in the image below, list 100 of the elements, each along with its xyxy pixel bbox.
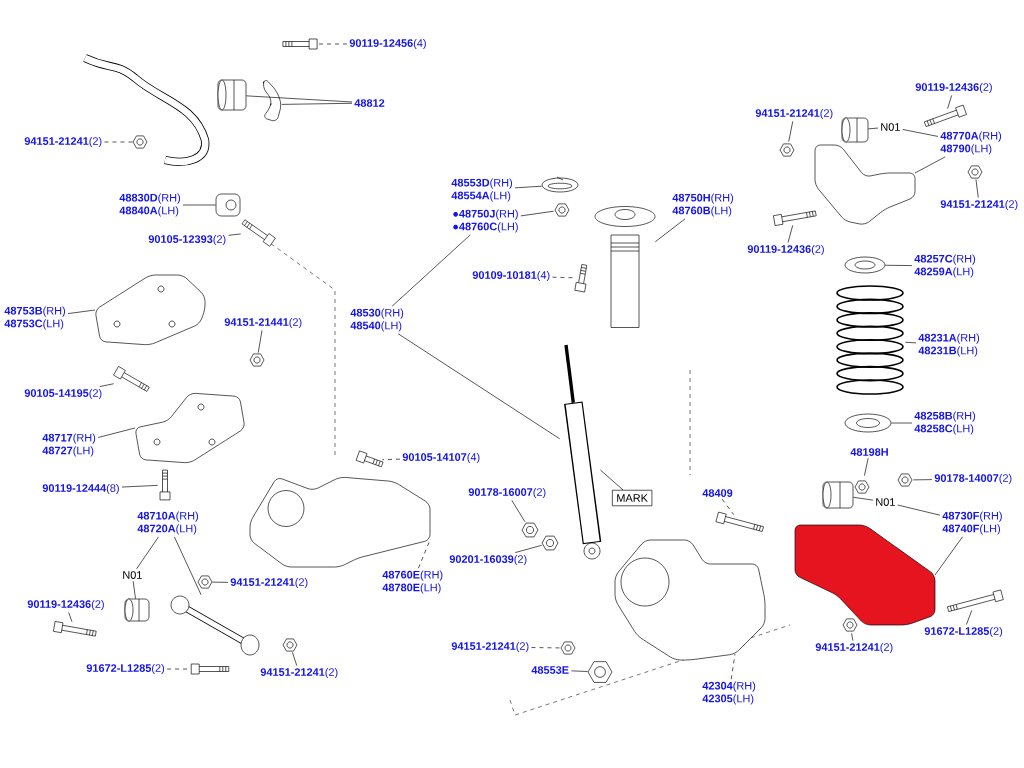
clamp-drawing: [263, 80, 281, 121]
note-label: N01: [876, 498, 895, 506]
part-number-label: 90119-12436(2): [747, 244, 824, 256]
spring-seat-drawing: [844, 256, 886, 274]
nut-drawing: [897, 473, 913, 487]
leader-line: [853, 496, 874, 501]
leader-line: [885, 264, 913, 266]
leader-line: [914, 156, 946, 174]
leader-line: [68, 612, 73, 622]
knuckle-drawing: [614, 539, 766, 661]
part-number-label: 91672-L1285(2): [86, 663, 165, 675]
spring-seat-drawing: [844, 413, 892, 433]
leader-line: [891, 422, 913, 424]
part-number-label: 91672-L1285(2): [924, 626, 1003, 638]
note-label: N01: [123, 571, 142, 579]
leader-line: [966, 610, 973, 625]
nut-drawing: [249, 353, 265, 367]
upper-arm-drawing: [814, 144, 916, 225]
part-number-label: 48753B(RH) 48753C(LH): [4, 306, 66, 330]
part-number-label: 94151-21241(2): [230, 577, 308, 589]
part-number-label: 94151-21241(2): [815, 642, 893, 654]
ring-drawing: [541, 176, 579, 193]
leader-line: [318, 43, 348, 45]
part-number-label: 48530(RH) 48540(LH): [350, 308, 404, 332]
leader-line: [975, 179, 979, 198]
bolt-drawing: [923, 104, 967, 127]
part-number-label: 48830D(RH) 48840A(LH): [119, 193, 181, 217]
bolt-drawing: [282, 38, 318, 50]
coil-spring-drawing: [836, 285, 904, 395]
leader-line: [531, 647, 561, 649]
leader-line: [788, 121, 794, 142]
leader-line: [97, 427, 136, 438]
leader-line: [382, 458, 401, 460]
part-number-label: 94151-21241(2): [260, 667, 338, 679]
leader-line: [281, 102, 353, 105]
note-label: N01: [881, 123, 900, 131]
link-drawing: [215, 193, 241, 217]
leader-line: [520, 210, 554, 217]
part-number-label: 48409: [702, 489, 733, 497]
leader-line: [99, 383, 114, 387]
part-number-label: 94151-21241(2): [940, 199, 1018, 211]
mark-callout: MARK: [612, 489, 653, 507]
cover-plate-drawing: [95, 274, 206, 345]
leader-line: [851, 633, 854, 641]
part-number-label: 90119-12436(2): [915, 82, 992, 94]
leader-line: [787, 225, 794, 243]
part-number-label: 48717(RH) 48727(LH): [42, 433, 96, 457]
part-number-label: 48760E(RH) 48780E(LH): [382, 570, 443, 594]
part-number-label: 90201-16039(2): [449, 554, 527, 566]
part-number-label: 48257C(RH) 48259A(LH): [914, 254, 976, 278]
leader-line: [655, 218, 686, 243]
part-number-label: 48231A(RH) 48231B(LH): [918, 333, 980, 357]
nut-drawing: [132, 135, 148, 149]
part-number-label: 90119-12436(2): [27, 599, 104, 611]
leader-line: [864, 457, 869, 476]
bolt-drawing: [241, 219, 276, 247]
leader-line: [947, 95, 952, 109]
bushing-drawing: [217, 79, 247, 111]
leader-line: [868, 127, 879, 130]
leader-line: [902, 129, 939, 137]
leader-line: [136, 536, 159, 570]
part-number-label: 90119-12456(4): [349, 38, 426, 50]
part-number-label: 48198H: [850, 448, 888, 456]
part-number-label: 48730F(RH) 48740F(LH): [942, 511, 1002, 535]
leader-line: [397, 333, 560, 440]
nut-drawing: [541, 535, 559, 551]
leader-line: [166, 668, 190, 670]
trailing-arm-drawing: [249, 477, 431, 568]
leader-line: [913, 479, 933, 481]
leader-line: [897, 504, 941, 516]
nut-drawing: [967, 165, 983, 179]
leader-line: [257, 330, 263, 353]
part-number-label: 48812: [354, 99, 385, 107]
nut-drawing: [854, 480, 870, 494]
part-number-label: 94151-21241(2): [451, 641, 529, 653]
nut-drawing: [282, 638, 298, 652]
nut-drawing: [560, 641, 576, 655]
leader-line: [905, 341, 917, 344]
leader-line: [212, 581, 229, 583]
part-number-label: 48750H(RH) 48760B(LH): [672, 193, 734, 217]
leader-line: [228, 233, 241, 236]
part-number-label: 90178-16007(2): [468, 487, 546, 499]
part-number-label: 90119-12444(8): [42, 483, 119, 495]
part-number-label: 48258B(RH) 48258C(LH): [914, 411, 976, 435]
part-number-label: 94151-21241(2): [755, 108, 833, 120]
nut-drawing: [521, 522, 539, 538]
leader-line: [571, 670, 588, 672]
part-number-label: 48553D(RH) 48554A(LH): [451, 178, 513, 202]
leader-line: [391, 234, 471, 307]
part-number-label: ●48750J(RH) ●48760C(LH): [453, 209, 518, 233]
lower-arm-drawing: [794, 524, 936, 626]
part-number-label: 90109-10181(4): [472, 270, 550, 282]
part-number-label: 90178-14007(2): [934, 473, 1012, 485]
nut-drawing: [587, 661, 613, 683]
shock-absorber-drawing: [564, 344, 602, 560]
bolt-drawing: [53, 621, 97, 637]
part-number-label: 90105-14107(4): [402, 452, 480, 464]
part-number-label: 90105-12393(2): [148, 234, 226, 246]
leader-line: [514, 185, 542, 189]
bolt-drawing: [947, 589, 1004, 612]
